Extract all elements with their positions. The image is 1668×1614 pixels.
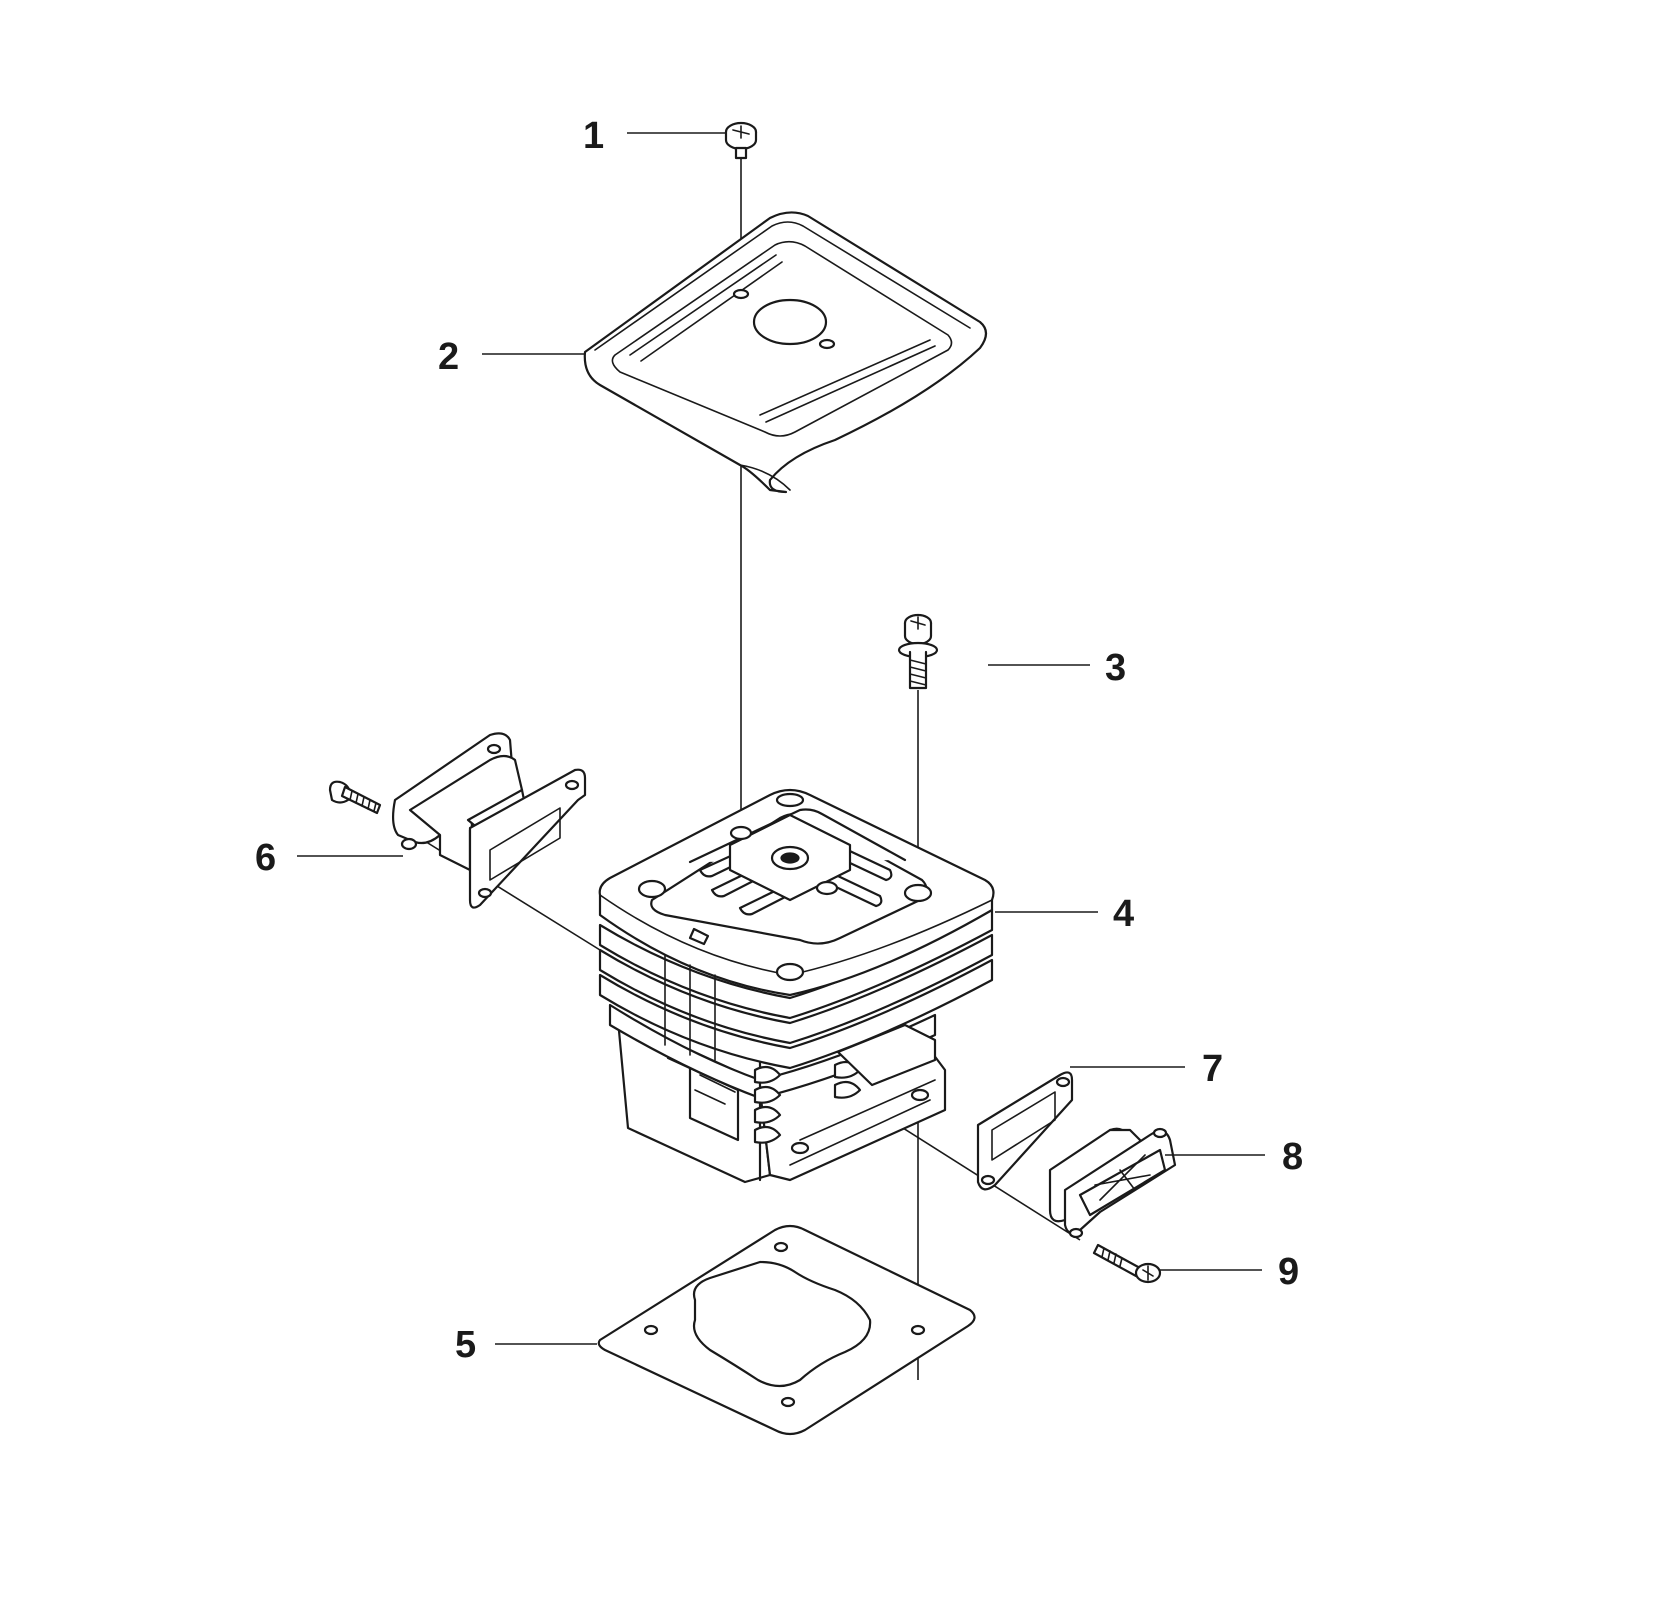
part-4-cylinder [598,788,995,1184]
callout-2: 2 [438,336,459,378]
callout-3: 3 [1105,647,1126,689]
callout-6: 6 [255,837,276,879]
part-2-cover-plate [583,211,988,494]
callout-1: 1 [583,115,604,157]
part-1-screw [724,121,758,160]
part-9-screw [1092,1243,1162,1284]
part-5-base-gasket [597,1224,976,1436]
callout-5: 5 [455,1324,476,1366]
callout-labels: 1 2 3 4 5 6 7 8 9 [255,115,1303,1366]
part-7-intake-gasket-right [976,1071,1074,1191]
callout-8: 8 [1282,1136,1303,1178]
callout-7: 7 [1202,1048,1223,1090]
part-3-long-screw [897,613,939,690]
intake-gasket-left [468,768,587,909]
callout-4: 4 [1113,893,1134,935]
part-8-intake-flange-right [1048,1127,1177,1239]
callout-9: 9 [1278,1251,1299,1293]
leader-lines [297,132,1265,1345]
